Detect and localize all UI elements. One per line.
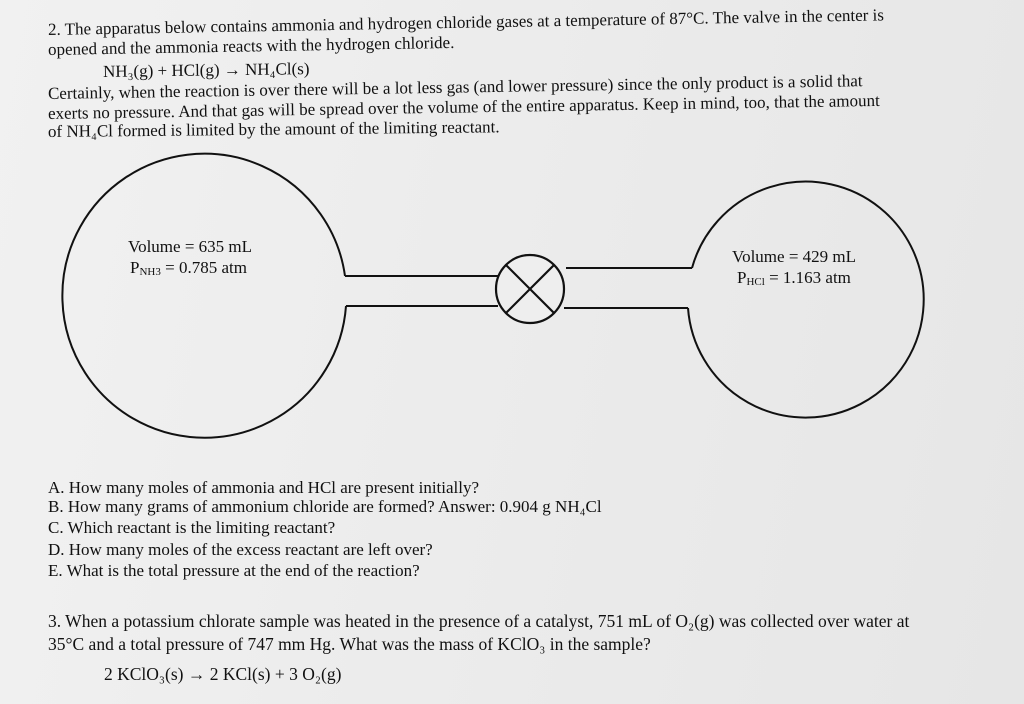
question-e: E. What is the total pressure at the end… bbox=[48, 561, 420, 580]
problem3-equation: 2 KClO₃(s) → 2 KCl(s) + 3 O₂(g) bbox=[104, 664, 342, 684]
left-flask-volume: Volume = 635 mL bbox=[128, 237, 252, 256]
right-flask-volume: Volume = 429 mL bbox=[732, 247, 856, 266]
right-flask-pressure: PHCl = 1.163 atm bbox=[737, 268, 851, 288]
question-c: C. Which reactant is the limiting reacta… bbox=[48, 518, 336, 537]
left-flask-pressure: PNH3 = 0.785 atm bbox=[130, 258, 247, 278]
valve-closed-icon bbox=[494, 253, 566, 325]
tube-bottom bbox=[346, 305, 688, 309]
tube-top bbox=[345, 267, 692, 277]
right-flask bbox=[687, 180, 925, 419]
problem3-line1: 3. When a potassium chlorate sample was … bbox=[48, 611, 910, 631]
problem3-line2: 35°C and a total pressure of 747 mm Hg. … bbox=[48, 634, 651, 654]
question-a: A. How many moles of ammonia and HCl are… bbox=[48, 478, 480, 497]
question-d: D. How many moles of the excess reactant… bbox=[48, 540, 433, 559]
left-flask bbox=[61, 152, 347, 439]
question-b: B. How many grams of ammonium chloride a… bbox=[48, 497, 602, 516]
